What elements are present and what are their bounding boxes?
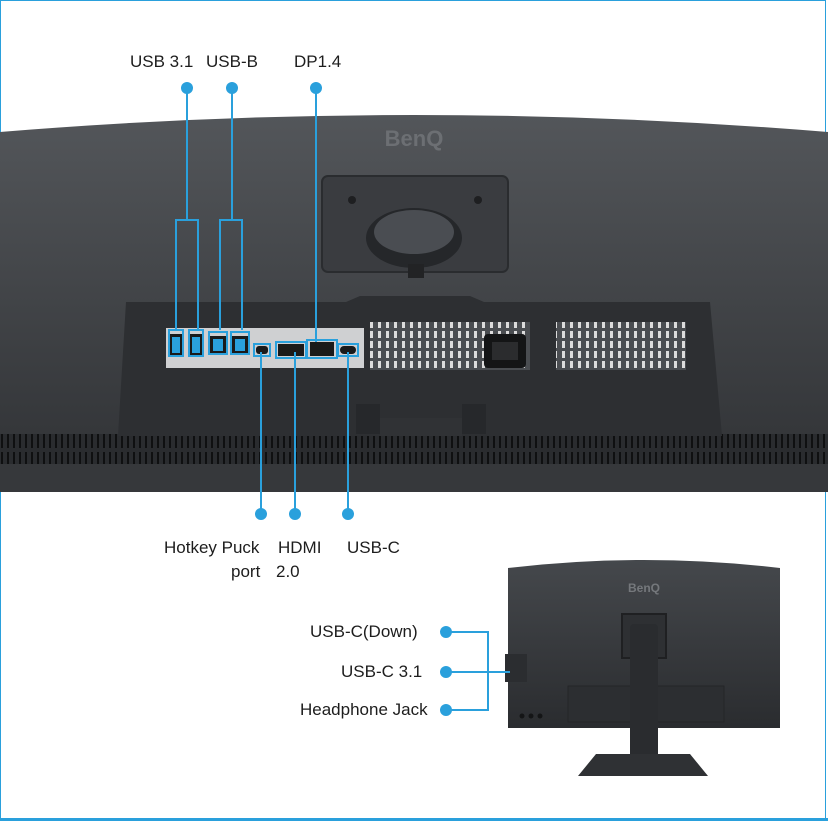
- benq-logo: BenQ: [385, 126, 444, 151]
- label-usb-c: USB-C: [347, 538, 400, 557]
- label-hdmi-version: 2.0: [276, 562, 300, 581]
- label-hotkey-port: port: [231, 562, 261, 581]
- label-hdmi: HDMI: [278, 538, 322, 557]
- port-highlights: [168, 329, 359, 359]
- benq-logo-small: BenQ: [628, 581, 660, 595]
- monitor-rear-small: BenQ: [505, 560, 780, 776]
- label-usb-c-3-1: USB-C 3.1: [341, 662, 423, 681]
- callout-dots: [181, 82, 452, 716]
- label-usb-c-down: USB-C(Down): [310, 622, 418, 641]
- bottom-accent-rule: [0, 818, 828, 831]
- label-hotkey-puck: Hotkey Puck: [164, 538, 260, 557]
- label-usb-b: USB-B: [206, 52, 258, 71]
- label-headphone-jack: Headphone Jack: [300, 700, 428, 719]
- callout-lines: [175, 88, 510, 711]
- label-usb-3-1: USB 3.1: [130, 52, 194, 71]
- label-dp1-4: DP1.4: [294, 52, 342, 71]
- monitor-rear-large: BenQ: [0, 115, 828, 492]
